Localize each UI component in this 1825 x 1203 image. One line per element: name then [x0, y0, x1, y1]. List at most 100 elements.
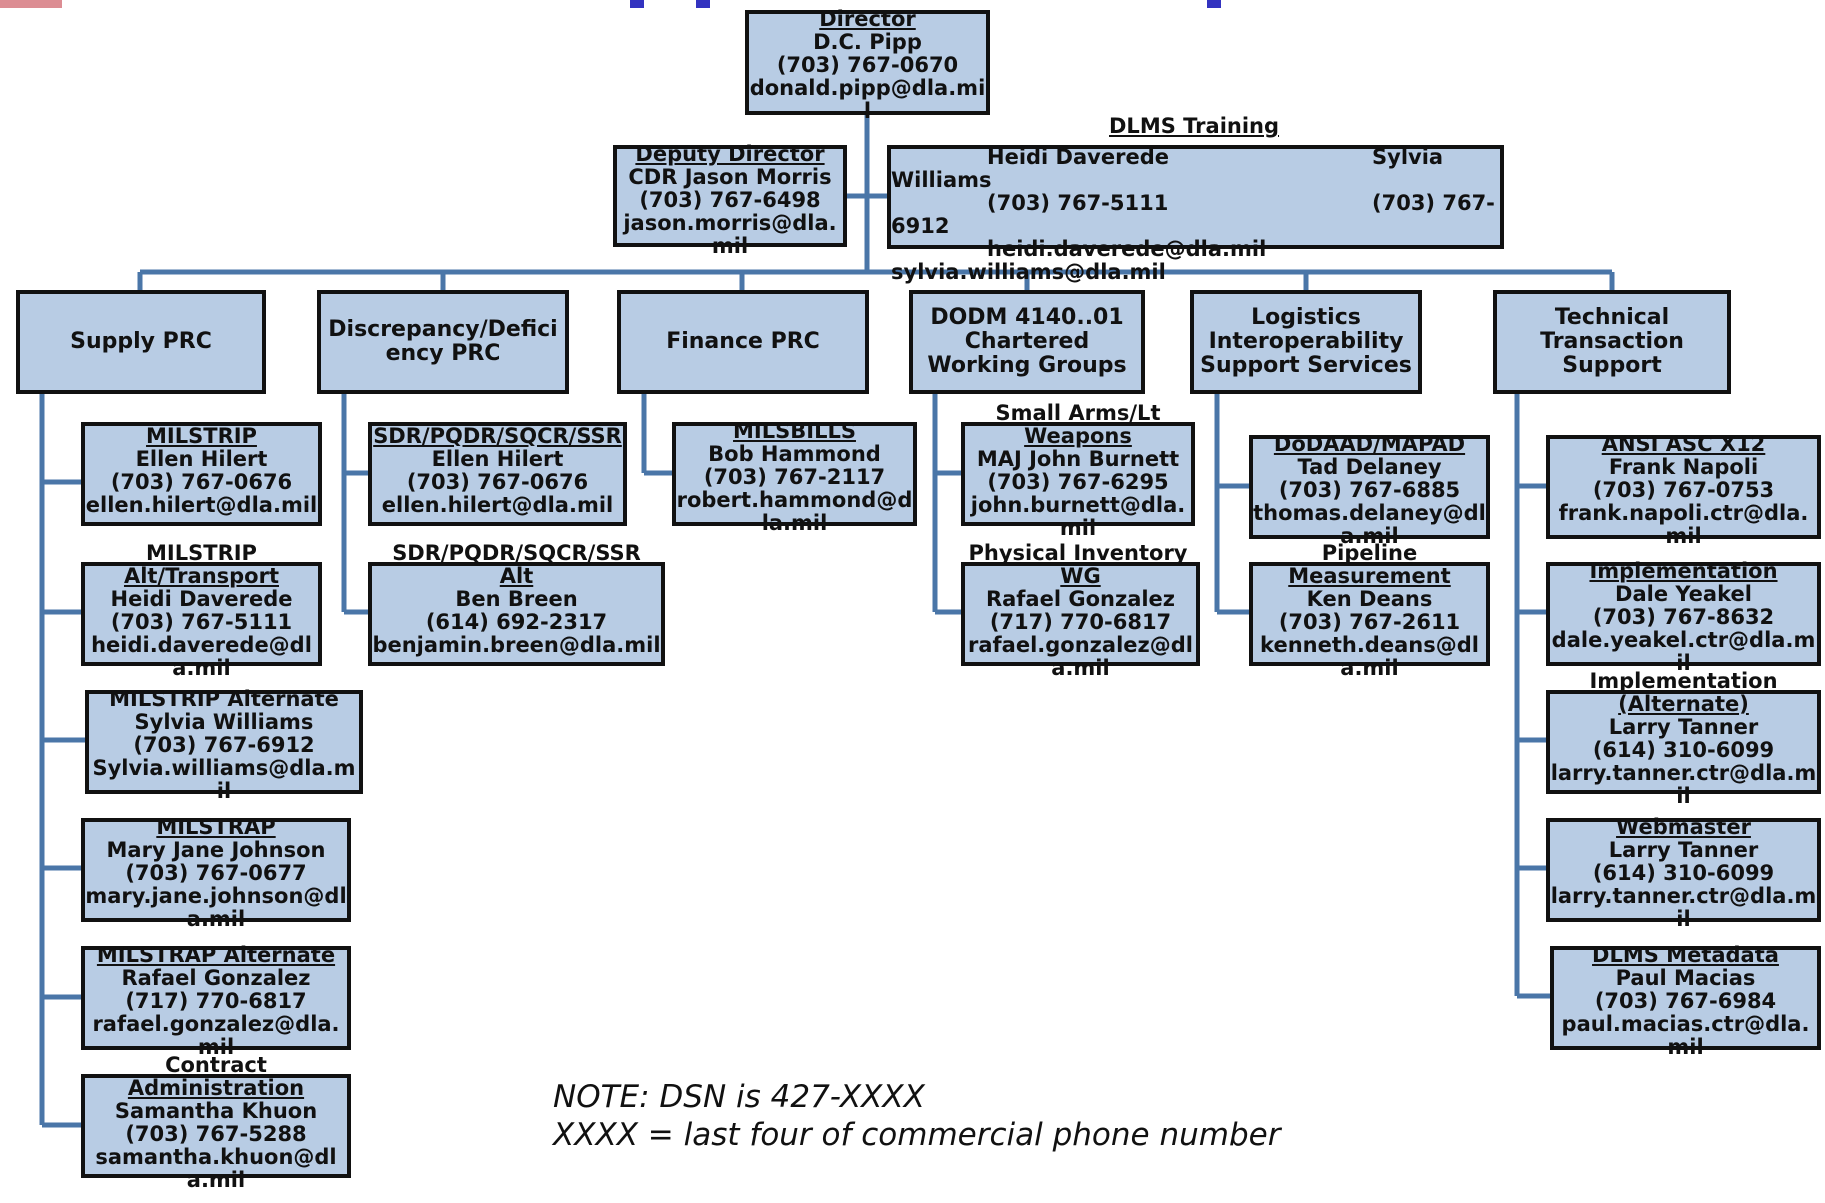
group-supply-prc: Supply PRC	[16, 290, 266, 394]
member-title: MILSTRIP	[146, 424, 257, 448]
member-phone: (614) 310-6099	[1592, 861, 1775, 885]
member-phone: (614) 692-2317	[425, 610, 608, 634]
member-title: MILSTRAP Alternate	[96, 943, 336, 967]
member-phone: (703) 767-0677	[125, 861, 307, 885]
member-phone: (703) 767-2611	[1278, 610, 1461, 634]
member-title: MILSBILLS	[733, 419, 856, 443]
member-title: Weapons	[1024, 424, 1132, 448]
member-title: SDR/PQDR/SQCR/SSR	[373, 424, 622, 448]
deputy-title: Deputy Director	[635, 142, 825, 166]
member-name: Paul Macias	[1615, 966, 1756, 990]
decorative-block	[0, 0, 62, 8]
member-name: Bob Hammond	[708, 442, 881, 466]
member-phone: (703) 767-6912	[133, 733, 315, 757]
member-name: Frank Napoli	[1608, 455, 1759, 479]
member-phone: (703) 767-0676	[110, 470, 293, 494]
member-title: Webmaster	[1616, 815, 1751, 839]
finance-member-card: MILSBILLS Bob Hammond (703) 767-2117 rob…	[672, 419, 917, 535]
member-email: frank.napoli.ctr@dla.mil	[1558, 501, 1809, 548]
group-label: Supply PRC	[70, 329, 212, 354]
member-title-above: Small Arms/Lt	[995, 401, 1161, 425]
logistics-member-card: Measurement Ken Deans (703) 767-2611 ken…	[1249, 562, 1490, 680]
member-title: DLMS Metadata	[1592, 943, 1779, 967]
supply-member-card: MILSTRAP Alternate Rafael Gonzalez (717)…	[81, 943, 351, 1059]
member-email: heidi.daverede@dla.mil	[91, 633, 312, 680]
training-title: DLMS Training	[1109, 114, 1280, 138]
member-name: Larry Tanner	[1608, 715, 1759, 739]
member-title: Alt	[499, 564, 534, 588]
deputy-name: CDR Jason Morris	[628, 165, 832, 189]
training-phone-2a: (703) 767-	[1372, 191, 1495, 215]
training-name-2b: Williams	[891, 168, 992, 192]
director-title: Director	[819, 7, 916, 31]
supply-member-card: MILSTRAP Mary Jane Johnson (703) 767-067…	[81, 815, 351, 931]
member-title-above: Pipeline	[1321, 541, 1418, 565]
member-phone: (703) 767-5111	[110, 610, 293, 634]
deputy-phone: (703) 767-6498	[639, 188, 821, 212]
member-title: Measurement	[1288, 564, 1451, 588]
member-title: MILSTRAP	[156, 815, 276, 839]
member-email: Sylvia.williams@dla.mil	[92, 756, 356, 803]
member-name: Dale Yeakel	[1615, 582, 1752, 606]
deputy-email: jason.morris@dla.mil	[623, 211, 837, 258]
group-technical: Technical Transaction Support	[1493, 290, 1731, 394]
member-email: larry.tanner.ctr@dla.mil	[1550, 761, 1817, 808]
member-name: Rafael Gonzalez	[121, 966, 311, 990]
member-name: Rafael Gonzalez	[985, 587, 1176, 611]
member-name: MAJ John Burnett	[976, 447, 1180, 471]
member-phone: (703) 767-8632	[1592, 605, 1775, 629]
member-title: Alt/Transport	[123, 564, 279, 588]
group-logistics: Logistics Interoperability Support Servi…	[1190, 290, 1422, 394]
member-email: thomas.delaney@dla.mil	[1253, 501, 1486, 548]
discrepancy-member-card: SDR/PQDR/SQCR/SSR Ellen Hilert (703) 767…	[368, 422, 627, 526]
member-email: robert.hammond@dla.mil	[676, 488, 913, 535]
supply-member-card: MILSTRIP Alternate Sylvia Williams (703)…	[85, 687, 363, 803]
group-finance-prc: Finance PRC	[617, 290, 869, 394]
member-phone: (703) 767-2117	[703, 465, 886, 489]
supply-member-card: MILSTRIP Ellen Hilert (703) 767-0676 ell…	[81, 422, 322, 526]
member-name: Ben Breen	[455, 587, 578, 611]
deputy-director-box: Deputy Director CDR Jason Morris (703) 7…	[613, 142, 847, 258]
member-title: MILSTRIP Alternate	[109, 687, 339, 711]
member-name: Sylvia Williams	[134, 710, 314, 734]
member-email: benjamin.breen@dla.mil	[372, 633, 661, 657]
dsn-note-line-2: XXXX = last four of commercial phone num…	[553, 1117, 1281, 1153]
technical-member-card: ANSI ASC X12 Frank Napoli (703) 767-0753…	[1546, 432, 1821, 548]
supply-member-card: Administration Samantha Khuon (703) 767-…	[81, 1074, 351, 1192]
member-email: dale.yeakel.ctr@dla.mil	[1551, 628, 1816, 675]
member-name: Heidi Daverede	[110, 587, 293, 611]
member-email: rafael.gonzalez@dla.mil	[92, 1012, 340, 1059]
member-phone: (703) 767-0676	[406, 470, 589, 494]
member-email: ellen.hilert@dla.mil	[381, 493, 614, 517]
member-phone: (717) 770-6817	[989, 610, 1172, 634]
member-name: Mary Jane Johnson	[106, 838, 326, 862]
member-name: Ellen Hilert	[431, 447, 564, 471]
decorative-block	[1207, 0, 1221, 8]
member-email: samantha.khuon@dla.mil	[95, 1145, 337, 1192]
training-phone-2b: 6912	[891, 214, 950, 238]
director-name: D.C. Pipp	[813, 30, 922, 54]
member-email: larry.tanner.ctr@dla.mil	[1550, 884, 1817, 931]
member-phone: (703) 767-6984	[1594, 989, 1777, 1013]
member-name: Ken Deans	[1306, 587, 1433, 611]
member-title: (Alternate)	[1618, 692, 1749, 716]
member-title: ANSI ASC X12	[1601, 432, 1766, 456]
dodm-member-card: Weapons MAJ John Burnett (703) 767-6295 …	[961, 422, 1195, 540]
technical-member-card: Webmaster Larry Tanner (614) 310-6099 la…	[1546, 815, 1821, 931]
group-label: Logistics Interoperability Support Servi…	[1200, 305, 1412, 378]
member-phone: (703) 767-0753	[1592, 478, 1775, 502]
member-phone: (703) 767-5288	[125, 1122, 307, 1146]
member-title: Implementation	[1589, 559, 1778, 583]
member-email: ellen.hilert@dla.mil	[85, 493, 318, 517]
group-discrepancy-prc: Discrepancy/Deficiency PRC	[317, 290, 569, 394]
group-dodm: DODM 4140..01 Chartered Working Groups	[909, 290, 1145, 394]
director-phone: (703) 767-0670	[776, 53, 959, 77]
member-phone: (703) 767-6885	[1278, 478, 1461, 502]
technical-member-card: DLMS Metadata Paul Macias (703) 767-6984…	[1550, 943, 1821, 1059]
member-email: kenneth.deans@dla.mil	[1260, 633, 1479, 680]
member-name: Larry Tanner	[1608, 838, 1759, 862]
training-box: Heidi Daverede Sylvia Williams (703) 767…	[887, 145, 1504, 284]
decorative-block	[696, 0, 710, 8]
member-title-above: Contract	[165, 1053, 267, 1077]
member-title-above: SDR/PQDR/SQCR/SSR	[392, 541, 641, 565]
